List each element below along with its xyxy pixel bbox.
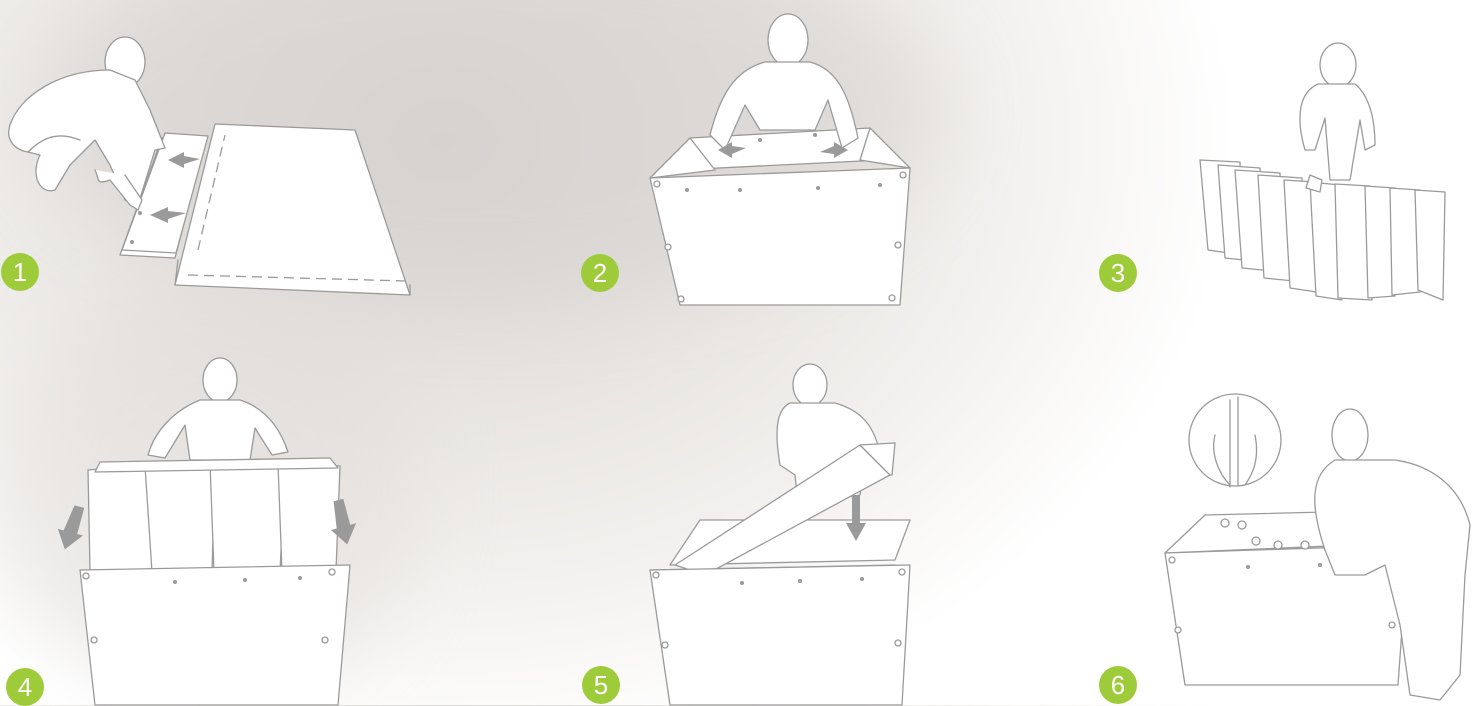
person-kneeling-assembling-flat-panels-icon	[0, 0, 440, 310]
step-number-badge: 5	[582, 666, 620, 704]
step-number-badge: 1	[1, 253, 39, 291]
step-3-illustration	[1180, 0, 1479, 320]
person-unfolding-box-frame-icon	[560, 0, 980, 320]
person-holding-dividers-icon	[1180, 0, 1479, 320]
step-1-illustration	[0, 0, 440, 310]
step-number-badge: 6	[1099, 666, 1137, 704]
person-placing-lid-icon	[630, 355, 950, 705]
step-number-badge: 4	[6, 668, 44, 706]
step-number-badge: 2	[581, 254, 619, 292]
step-4-illustration	[40, 340, 440, 705]
step-5-illustration	[630, 355, 950, 705]
person-inserting-dividers-icon	[40, 340, 440, 705]
step-6-illustration	[1160, 375, 1479, 705]
person-fastening-clips-icon	[1160, 375, 1479, 705]
step-2-illustration	[560, 0, 980, 320]
step-number-badge: 3	[1099, 254, 1137, 292]
